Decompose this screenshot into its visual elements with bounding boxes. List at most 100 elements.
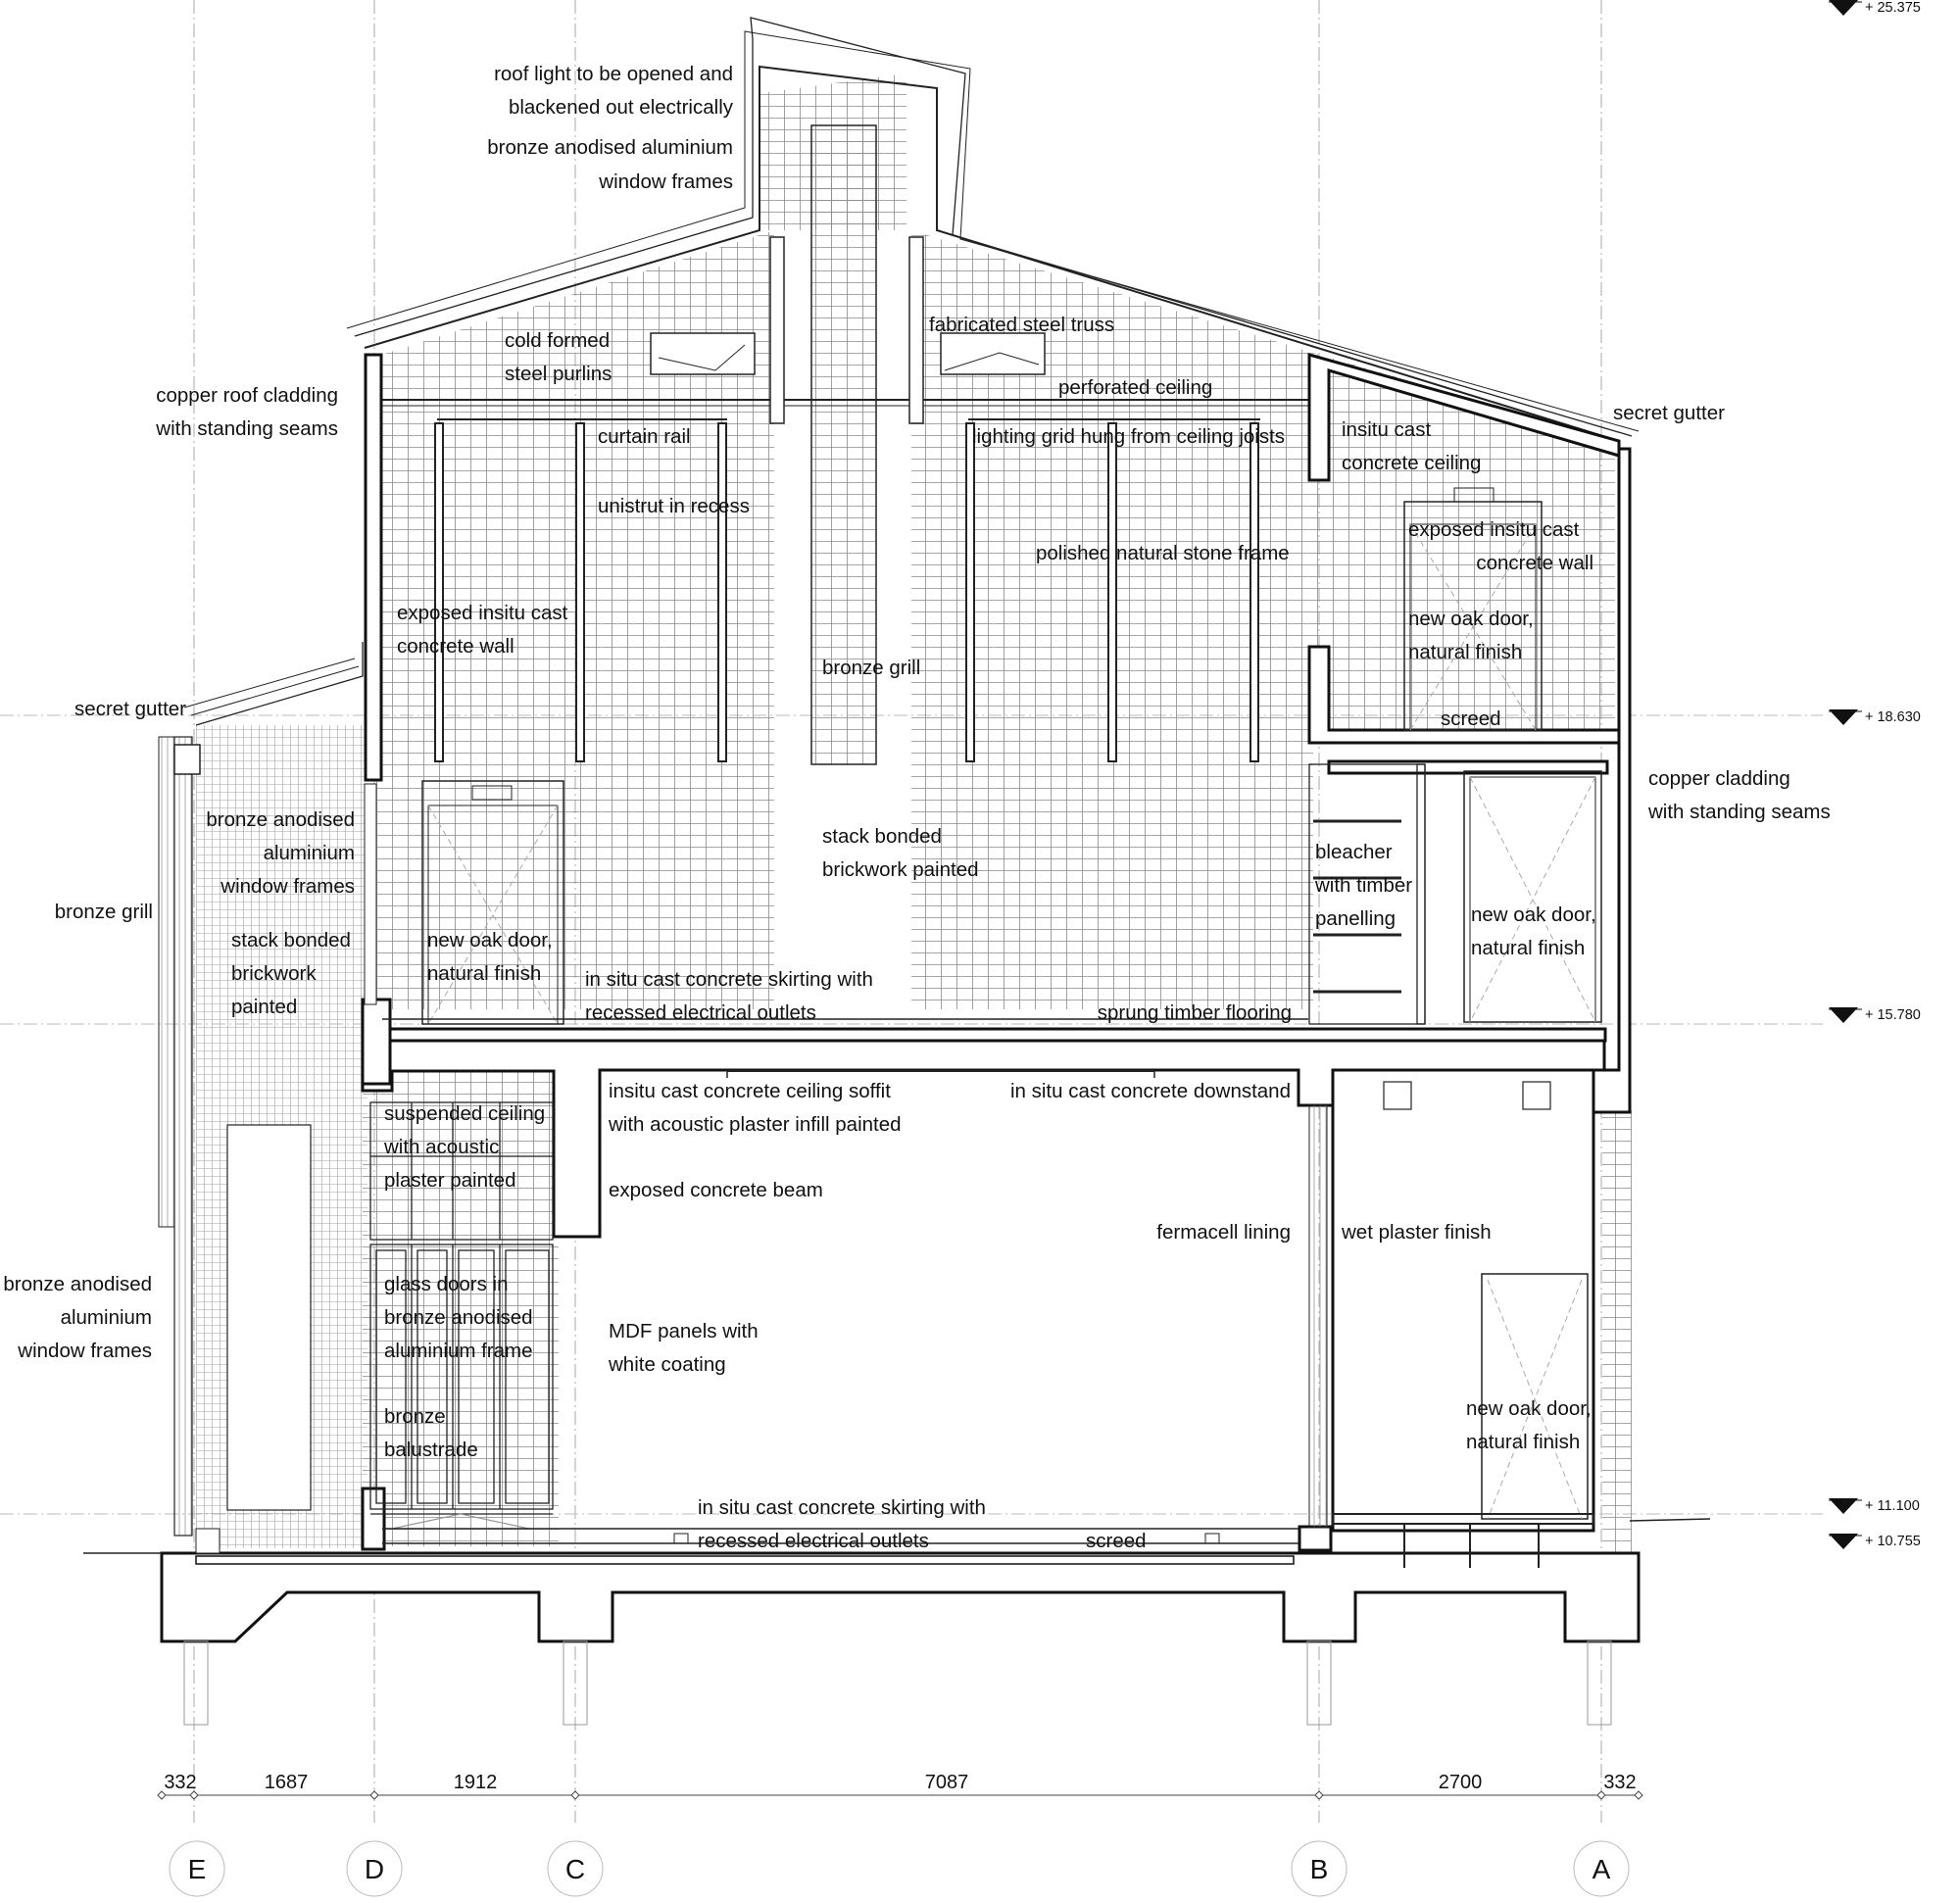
bleacher xyxy=(1308,763,1426,1025)
label-bleacher-1: bleacher xyxy=(1315,841,1393,863)
glass-doors xyxy=(369,1101,554,1530)
label-purlins-1: cold formed xyxy=(505,329,610,352)
label-glass-doors-3: aluminium frame xyxy=(384,1340,533,1362)
label-wet-plaster: wet plaster finish xyxy=(1341,1221,1492,1244)
label-exposed-wall-left-2: concrete wall xyxy=(397,635,514,658)
grid-label-d: D xyxy=(365,1854,384,1884)
label-stack-center-1: stack bonded xyxy=(822,825,942,848)
label-exposed-wall-left-1: exposed insitu cast xyxy=(397,602,568,624)
label-fermacell: fermacell lining xyxy=(1156,1221,1291,1244)
grid-label-e: E xyxy=(188,1854,207,1884)
label-skirting-lower-1: in situ cast concrete skirting with xyxy=(698,1496,986,1519)
label-oak-door-lower-1: new oak door, xyxy=(1466,1397,1592,1420)
label-exposed-wall-right-1: exposed insitu cast xyxy=(1408,518,1580,541)
label-unistrut: unistrut in recess xyxy=(598,495,750,517)
label-suspended-1: suspended ceiling xyxy=(384,1102,545,1125)
label-stack-left-2: brickwork xyxy=(231,962,317,985)
grid-bubble-c: C xyxy=(547,1840,604,1897)
level-markers: + 25.375 + 18.630 + 15.780 + 11.100 + 10… xyxy=(1829,0,1921,1549)
level-marker-3: + 15.780 xyxy=(1829,1007,1921,1023)
label-oak-door-mid-right-1: new oak door, xyxy=(1471,903,1596,926)
level-label-5: + 10.755 xyxy=(1865,1534,1921,1549)
label-skirting-upper-1: in situ cast concrete skirting with xyxy=(585,968,873,991)
grid-label-a: A xyxy=(1592,1854,1611,1884)
label-bronze-grill-left: bronze grill xyxy=(55,901,153,923)
label-suspended-2: with acoustic xyxy=(383,1136,499,1158)
brickwork-infill xyxy=(196,73,1632,1556)
label-purlins-2: steel purlins xyxy=(505,363,612,385)
label-skirting-upper-2: recessed electrical outlets xyxy=(585,1001,816,1024)
label-left-frames-1: bronze anodised xyxy=(206,808,355,831)
label-stack-left-1: stack bonded xyxy=(231,929,351,952)
label-soffit-2: with acoustic plaster infill painted xyxy=(608,1113,902,1136)
label-curtain-rail: curtain rail xyxy=(598,425,691,448)
label-oak-door-mid-right-2: natural finish xyxy=(1471,937,1585,959)
label-secret-gutter-right: secret gutter xyxy=(1613,402,1725,424)
hanging-rails xyxy=(434,418,1260,762)
label-bronze-grill-center: bronze grill xyxy=(822,657,920,679)
label-ground-frames-2: aluminium xyxy=(61,1306,152,1329)
label-roof-frames-2: window frames xyxy=(598,171,733,193)
label-stack-center-2: brickwork painted xyxy=(822,858,979,881)
label-lighting-grid: lighting grid hung from ceiling joists xyxy=(972,425,1285,448)
label-copper-roof-2: with standing seams xyxy=(155,417,338,440)
grid-label-c: C xyxy=(565,1854,585,1884)
label-ground-frames-3: window frames xyxy=(17,1340,152,1362)
grid-label-b: B xyxy=(1310,1854,1329,1884)
label-left-frames-2: aluminium xyxy=(264,842,355,864)
label-oak-door-upper-right-1: new oak door, xyxy=(1408,608,1534,630)
label-truss: fabricated steel truss xyxy=(929,314,1114,336)
floor-lines xyxy=(83,1018,1308,1554)
label-roof-light-1: roof light to be opened and xyxy=(494,63,733,85)
label-roof-light-2: blackened out electrically xyxy=(509,96,734,119)
dim-3: 1912 xyxy=(454,1772,498,1793)
label-screed-lower: screed xyxy=(1086,1530,1147,1552)
grid-axis-bubbles: E D C B A xyxy=(169,1840,1630,1897)
dim-4: 7087 xyxy=(925,1772,969,1793)
steel-truss-members xyxy=(650,124,1046,765)
label-oak-door-mid-left-2: natural finish xyxy=(427,962,541,985)
label-oak-door-lower-2: natural finish xyxy=(1466,1431,1580,1453)
label-oak-door-upper-right-2: natural finish xyxy=(1408,641,1522,663)
grid-bubble-e: E xyxy=(169,1840,225,1897)
label-perforated-ceiling: perforated ceiling xyxy=(1058,376,1212,399)
label-mdf-2: white coating xyxy=(608,1353,726,1376)
level-label-3: + 15.780 xyxy=(1865,1007,1921,1023)
label-bleacher-2: with timber xyxy=(1314,874,1412,897)
label-screed-upper: screed xyxy=(1441,708,1501,730)
label-copper-cladding-2: with standing seams xyxy=(1647,801,1831,823)
label-bleacher-3: panelling xyxy=(1315,907,1396,930)
label-glass-doors-1: glass doors in xyxy=(384,1273,508,1295)
annotations: roof light to be opened and blackened ou… xyxy=(3,63,1830,1552)
label-insitu-ceiling-1: insitu cast xyxy=(1342,418,1431,441)
grid-bubble-b: B xyxy=(1291,1840,1348,1897)
label-oak-door-mid-left-1: new oak door, xyxy=(427,929,553,952)
label-suspended-3: plaster painted xyxy=(384,1169,515,1192)
doors xyxy=(421,487,1602,1520)
concrete-walls xyxy=(361,353,1632,1552)
label-insitu-ceiling-2: concrete ceiling xyxy=(1342,452,1481,474)
label-soffit-1: insitu cast concrete ceiling soffit xyxy=(609,1080,891,1102)
dimension-chain: 332 1687 1912 7087 2700 332 xyxy=(157,1772,1643,1800)
level-label-2: + 18.630 xyxy=(1865,709,1921,725)
label-roof-frames-1: bronze anodised aluminium xyxy=(487,136,733,159)
dim-6: 332 xyxy=(1603,1772,1636,1793)
label-stack-left-3: painted xyxy=(231,996,297,1018)
foundation xyxy=(160,1551,1641,1643)
roof-structure xyxy=(183,17,1640,726)
dim-1: 332 xyxy=(164,1772,196,1793)
grid-bubble-a: A xyxy=(1573,1840,1630,1897)
level-marker-5: + 10.755 xyxy=(1829,1534,1921,1549)
dim-2: 1687 xyxy=(265,1772,309,1793)
level-marker-1: + 25.375 xyxy=(1829,0,1921,16)
label-beam: exposed concrete beam xyxy=(609,1179,823,1201)
label-sprung-floor: sprung timber flooring xyxy=(1098,1001,1292,1024)
label-balustrade-2: balustrade xyxy=(384,1439,478,1461)
label-skirting-lower-2: recessed electrical outlets xyxy=(698,1530,929,1552)
left-facade xyxy=(158,736,377,1554)
label-balustrade-1: bronze xyxy=(384,1405,446,1428)
label-secret-gutter-left: secret gutter xyxy=(74,698,186,720)
label-downstand: in situ cast concrete downstand xyxy=(1010,1080,1291,1102)
label-left-frames-3: window frames xyxy=(220,875,355,898)
